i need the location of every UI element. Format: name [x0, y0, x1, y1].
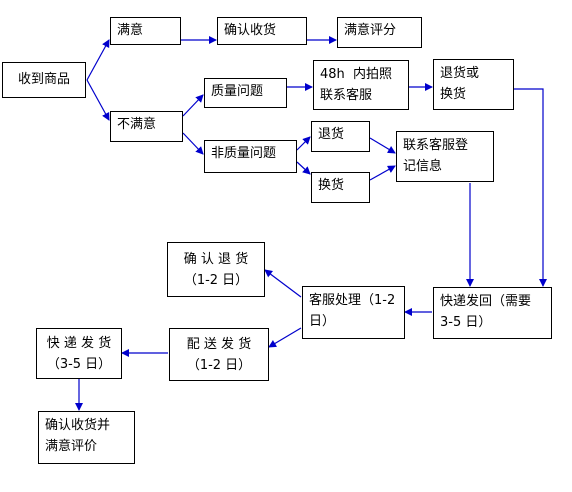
node-receive-label: 收到商品 [17, 72, 70, 87]
node-confirm-receipt: 确认收货 [217, 17, 307, 45]
node-confirm-return-line1: 确 认 退 货 [183, 251, 249, 267]
node-confirm-receipt-label: 确认收货 [224, 23, 277, 38]
node-express-ship: 快 递 发 货 （3-5 日） [36, 328, 122, 379]
node-delivery: 配 送 发 货 （1-2 日） [169, 328, 269, 381]
node-exchange-label: 换货 [318, 178, 345, 193]
arrow-return-exchange-to-express [514, 88, 547, 287]
arrow-exchange-to-register [369, 165, 396, 181]
node-non-quality-issue: 非质量问题 [204, 140, 297, 173]
node-photo-contact-line1: 48h 内拍照 [320, 67, 393, 82]
node-confirm-return-line2: （1-2 日） [183, 272, 249, 288]
node-service-process-line2: 日） [309, 314, 336, 329]
node-satisfied-label: 满意 [117, 23, 144, 38]
node-register-info-line2: 记信息 [403, 159, 443, 174]
node-quality-issue-label: 质量问题 [211, 84, 264, 99]
node-quality-issue: 质量问题 [204, 78, 287, 108]
node-return-or-exchange-line1: 退货或 [440, 66, 480, 81]
node-express-back-line1: 快递发回（需要 [440, 294, 532, 309]
node-return: 退货 [311, 121, 370, 152]
arrow-service-to-delivery [268, 327, 302, 348]
node-express-ship-line1: 快 递 发 货 [46, 335, 112, 351]
node-delivery-line2: （1-2 日） [186, 357, 252, 373]
node-register-info: 联系客服登 记信息 [396, 131, 494, 182]
arrow-unsatisfied-to-quality [182, 94, 204, 117]
node-photo-contact: 48h 内拍照 联系客服 [313, 60, 409, 110]
arrow-receive-to-satisfied [86, 39, 110, 81]
node-unsatisfied: 不满意 [110, 111, 183, 142]
arrow-return-to-register [369, 137, 396, 154]
arrow-nonquality-to-exchange [296, 161, 311, 175]
node-return-or-exchange: 退货或 换货 [433, 59, 514, 110]
node-satisfied-rating: 满意评分 [337, 17, 422, 48]
node-unsatisfied-label: 不满意 [117, 117, 157, 132]
node-return-label: 退货 [318, 127, 345, 142]
arrow-unsatisfied-to-nonquality [182, 132, 204, 155]
node-final-line2: 满意评价 [45, 439, 98, 454]
node-exchange: 换货 [311, 172, 370, 203]
node-express-ship-line2: （3-5 日） [46, 356, 112, 372]
node-return-or-exchange-line2: 换货 [440, 87, 467, 102]
node-non-quality-issue-label: 非质量问题 [211, 146, 277, 161]
node-photo-contact-line2: 联系客服 [320, 88, 373, 103]
node-register-info-line1: 联系客服登 [403, 138, 469, 153]
node-service-process-line1: 客服处理（1-2 [309, 293, 396, 308]
node-receive: 收到商品 [2, 62, 86, 98]
node-express-back-line2: 3-5 日） [440, 315, 492, 330]
node-satisfied-rating-label: 满意评分 [344, 23, 397, 38]
node-satisfied: 满意 [110, 17, 181, 45]
node-confirm-return: 确 认 退 货 （1-2 日） [167, 242, 265, 297]
arrow-nonquality-to-return [296, 136, 311, 151]
arrow-service-to-confirm-return [264, 269, 302, 298]
node-final: 确认收货并 满意评价 [38, 411, 135, 464]
node-delivery-line1: 配 送 发 货 [186, 336, 252, 352]
arrow-receive-to-unsatisfied [86, 79, 110, 121]
node-service-process: 客服处理（1-2 日） [302, 286, 405, 339]
node-express-back: 快递发回（需要 3-5 日） [433, 287, 552, 339]
node-final-line1: 确认收货并 [45, 418, 111, 433]
